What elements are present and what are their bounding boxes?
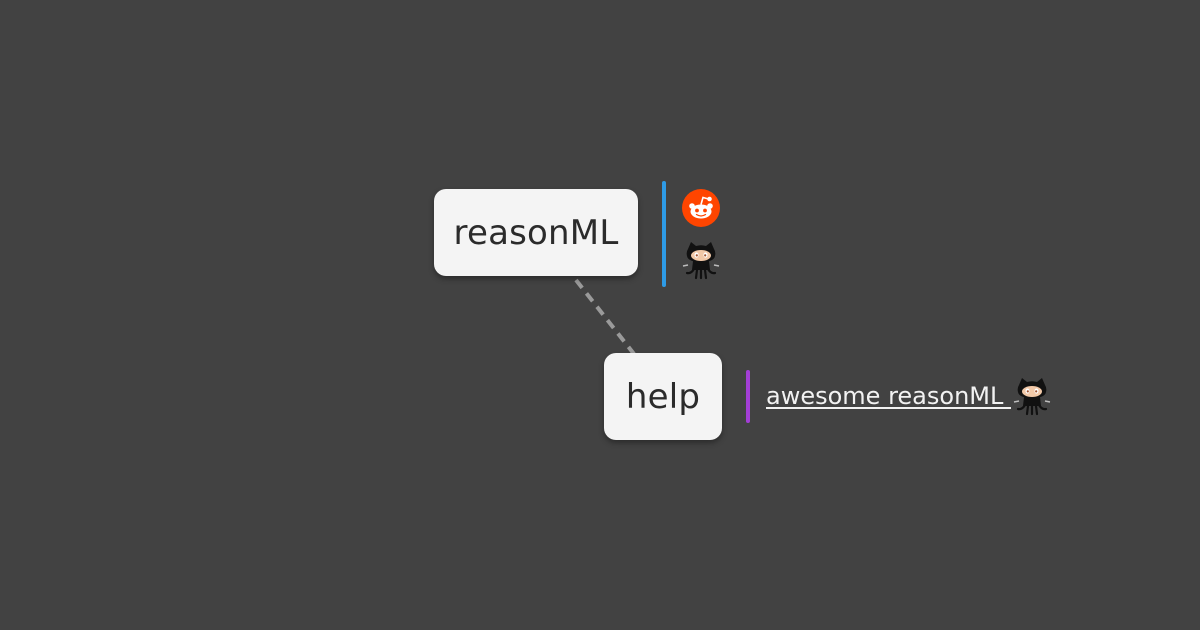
github-octocat-icon	[682, 242, 720, 280]
node-help[interactable]: help	[604, 353, 722, 440]
github-link[interactable]	[682, 240, 720, 280]
node-help-link-bar	[746, 370, 750, 423]
awesome-reasonml-link[interactable]: awesome reasonML	[766, 376, 1051, 416]
node-reasonml[interactable]: reasonML	[434, 189, 638, 276]
github-octocat-icon	[1013, 378, 1051, 416]
node-reasonml-label: reasonML	[453, 212, 619, 253]
reddit-icon	[682, 189, 720, 227]
reddit-link[interactable]	[682, 189, 720, 227]
node-reasonml-link-bar	[662, 181, 666, 287]
dashed-edge	[574, 278, 636, 356]
node-help-label: help	[625, 376, 701, 417]
awesome-reasonml-link-label: awesome reasonML	[766, 382, 1011, 410]
